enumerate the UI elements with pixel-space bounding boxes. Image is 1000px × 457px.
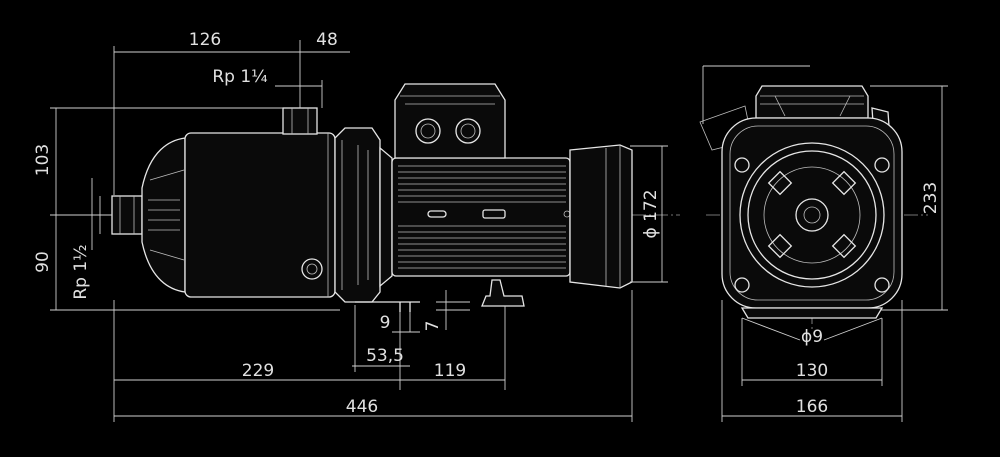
suction-nozzle: [111, 195, 143, 235]
pump-body: [184, 132, 336, 298]
dim-phi-9: ϕ9: [801, 327, 823, 347]
discharge-nozzle: [282, 107, 318, 135]
dim-103: 103: [33, 144, 53, 176]
dim-7: 7: [423, 321, 443, 332]
side-dimensions: [50, 40, 668, 422]
dim-90: 90: [33, 251, 53, 273]
dim-166: 166: [796, 397, 828, 417]
motor-flange: [334, 127, 393, 303]
front-dimensions: [702, 65, 948, 422]
dim-229: 229: [242, 361, 274, 381]
dim-119: 119: [434, 361, 466, 381]
label-rp-top: Rp 1¼: [212, 67, 267, 87]
dim-9: 9: [380, 313, 391, 333]
dim-48: 48: [316, 30, 338, 50]
front-end-cover: [739, 142, 885, 288]
dim-446: 446: [346, 397, 378, 417]
terminal-box: [394, 83, 506, 159]
dim-phi-172: ϕ 172: [641, 189, 661, 238]
dim-126: 126: [189, 30, 221, 50]
dim-233: 233: [921, 182, 941, 214]
dim-130: 130: [796, 361, 828, 381]
fan-cover: [569, 144, 633, 289]
front-terminal-box: [755, 85, 869, 119]
pump-end-cover: [141, 137, 186, 293]
motor-body: [391, 157, 571, 277]
cooling-fins: [398, 165, 566, 269]
dim-53-5: 53,5: [366, 346, 404, 366]
side-view: 126 48 Rp 1¼ 103 90 Rp 1½ ϕ 172 9 7 53,5…: [33, 30, 680, 422]
support-foot: [355, 279, 525, 312]
front-foot: [740, 307, 884, 319]
front-view: 233 ϕ9 130 166: [699, 65, 948, 422]
label-rp-side: Rp 1½: [71, 244, 91, 299]
